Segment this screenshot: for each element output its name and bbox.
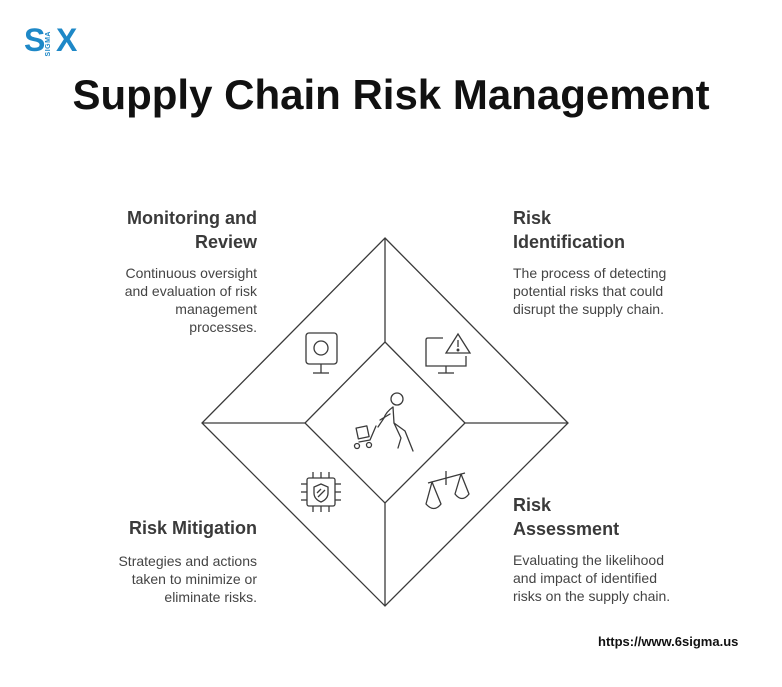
balance-scale-icon: [425, 471, 470, 510]
identification-heading: Risk Identification: [513, 208, 625, 252]
assessment-heading: Risk Assessment: [513, 495, 620, 539]
website-url[interactable]: https://www.6sigma.us: [598, 634, 739, 649]
monitoring-description: Continuous oversight and evaluation of r…: [124, 265, 257, 335]
monitor-icon: [305, 332, 338, 374]
title-text: Supply Chain Risk Management: [72, 71, 710, 118]
warning-screen-icon: [425, 332, 472, 374]
identification-description: The process of detecting potential risks…: [513, 265, 667, 317]
mitigation-heading: Risk Mitigation: [128, 518, 257, 538]
logo-s: S: [24, 22, 46, 58]
person-pushing-cart-icon: [353, 392, 414, 452]
shield-chip-icon: [301, 472, 341, 512]
monitoring-heading: Monitoring and Review: [127, 208, 257, 252]
mitigation-description: Strategies and actions taken to minimize…: [118, 553, 257, 605]
assessment-description: Evaluating the likelihood and impact of …: [513, 552, 671, 604]
page-title: Supply Chain Risk Management: [0, 70, 782, 120]
logo-x: X: [56, 22, 78, 58]
sixsigma-logo: S SIGMA X: [24, 22, 86, 62]
